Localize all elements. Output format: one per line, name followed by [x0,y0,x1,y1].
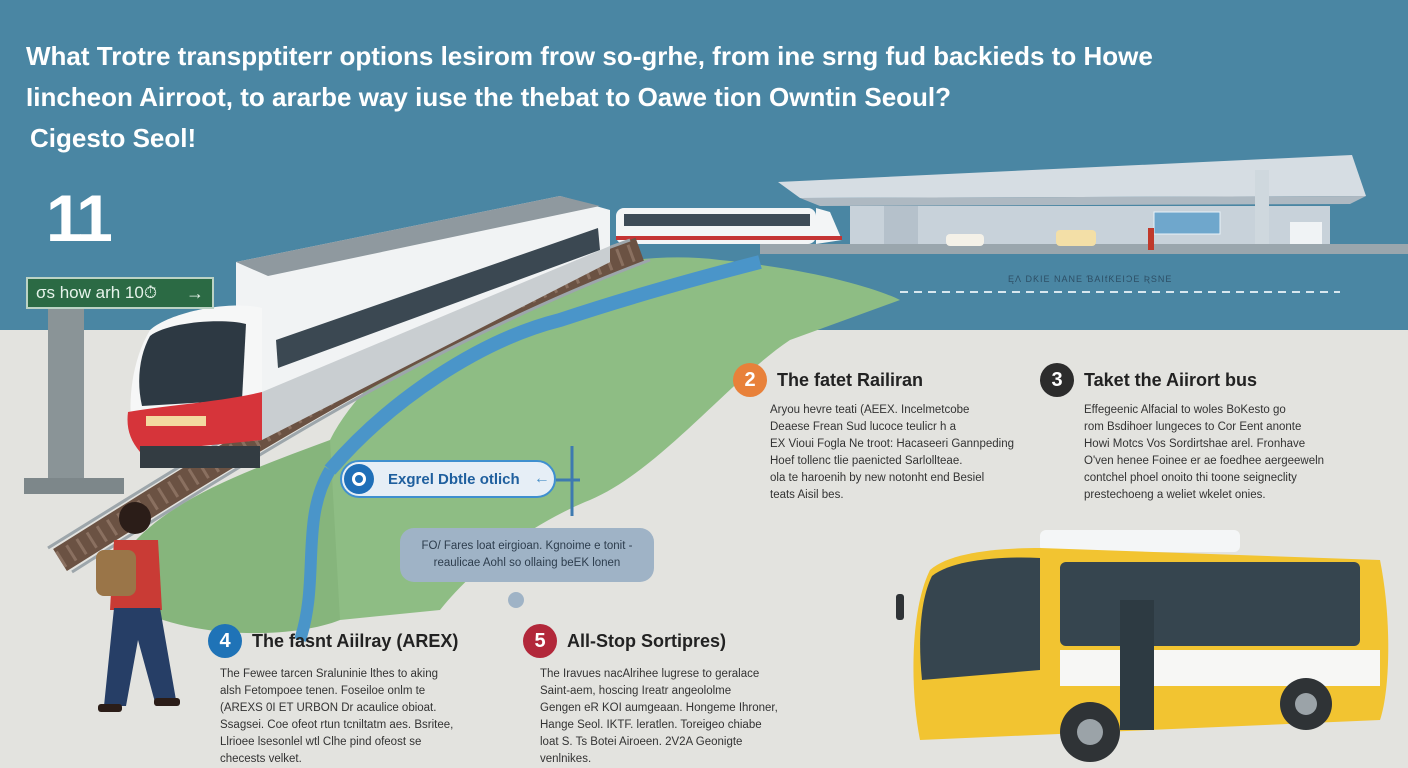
step-2-body: Aryou hevre teati (AEEX. Incelmetcobe De… [770,404,1014,501]
distant-train [616,208,842,244]
step-5-heading: All-Stop Sortipres) [567,630,727,651]
traveler-person [96,502,180,712]
direction-sign: σs how arh 10⏱ → [26,277,214,309]
step-2-heading: The fatet Railiran [777,369,924,390]
step-5-header: 5 All-Stop Sortipres) [523,624,726,658]
step-2-header: 2 The fatet Railiran [733,363,923,397]
route-label: Exgrel Dbtle otlich ← [340,460,556,498]
info-bubble: FO/ Fares loat eirgioan. Kgnoime e tonit… [400,528,654,582]
river [324,255,762,475]
info-bubble-tail [508,592,524,608]
sign-pole [48,308,84,488]
step-4-heading: The fasnt Aiilray (AREX) [252,630,459,651]
step-3-header: 3 Taket the Aiirort bus [1040,363,1257,397]
sign-pole-base [24,478,124,494]
road-label: ĘɅ DƘIE NANE ƁAIƭƘEIƆE ƦSNE [1008,274,1173,284]
step-2-badge: 2 [733,363,767,397]
main-train [127,196,610,468]
step-3-badge: 3 [1040,363,1074,397]
info-bubble-text: FO/ Fares loat eirgioan. Kgnoime e tonit… [421,540,633,569]
step-5-body: The Iravues nacAlrihee lugrese to gerala… [540,668,778,765]
step-4-badge: 4 [208,624,242,658]
step-3-heading: Taket the Aiirort bus [1084,369,1258,390]
title-line-3: Cigesto Seol! [30,123,197,153]
step-1-number: 11 [46,181,113,255]
page-title: What Trotre transpptiterr options lesiro… [26,36,1386,159]
arrow-right-icon: → [186,283,204,303]
airport-bus [896,530,1389,762]
airport-terminal [760,155,1408,254]
route-marker-icon [344,464,374,494]
step-4-header: 4 The fasnt Aiilray (AREX) [208,624,458,658]
title-line-2: Iincheon Airroot, to ararbe way iuse the… [26,82,952,112]
arrow-left-icon: ← [533,470,550,487]
direction-sign-text: σs how arh 10⏱ [36,283,158,302]
green-land-left [120,440,340,634]
route-label-text: Exgrel Dbtle otlich [388,470,520,488]
title-line-1: What Trotre transpptiterr options lesiro… [26,41,1153,71]
step-5-badge: 5 [523,624,557,658]
step-4-body: The Fewee tarcen Sraluninie lthes to aki… [220,668,454,765]
step-3-body: Effegeenic Alfacial to woles BoKesto go … [1084,404,1325,501]
